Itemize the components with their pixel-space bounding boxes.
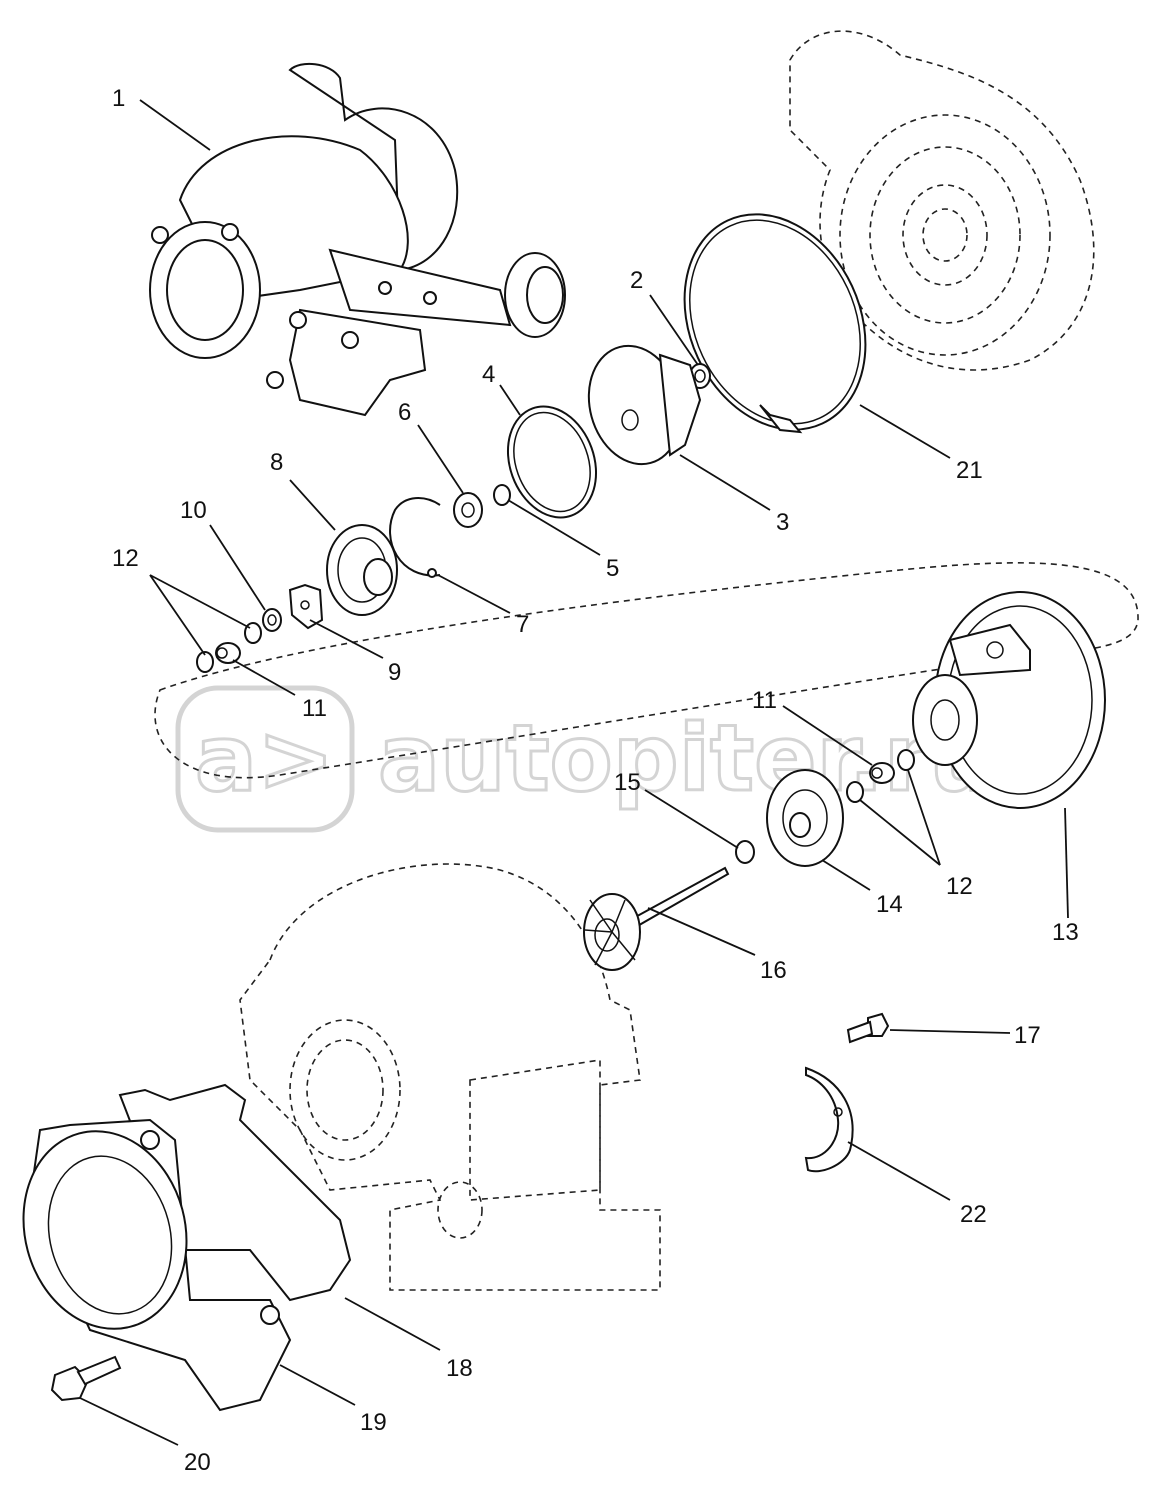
watermark-text: autopiter.ru (378, 705, 995, 812)
part-10-washer (262, 608, 282, 632)
callout-11-right: 11 (752, 687, 777, 714)
part-13-center-housing (912, 591, 1106, 809)
part-3-compressor-wheel (587, 344, 702, 466)
part-12-snap-ring-right-b (846, 781, 864, 803)
callout-11-left: 11 (302, 695, 327, 722)
callout-8: 8 (270, 449, 283, 476)
part-12-snap-ring-right-a (897, 749, 915, 771)
part-20-bolt (50, 1355, 122, 1402)
callout-3: 3 (776, 509, 789, 536)
callout-5: 5 (606, 555, 619, 582)
part-22-lock-plate (804, 1066, 854, 1173)
callout-14: 14 (876, 891, 903, 918)
part-9-thrust-bearing (288, 583, 324, 630)
callout-20: 20 (184, 1449, 211, 1476)
watermark: a> autopiter.ru (175, 685, 996, 833)
part-8-seal-plate (326, 524, 398, 616)
part-11-journal-bearing-right (869, 762, 895, 784)
callout-18: 18 (446, 1355, 473, 1382)
part-1-turbocharger (149, 62, 566, 417)
part-17-bolt (846, 1012, 890, 1044)
callout-21: 21 (956, 457, 983, 484)
callout-19: 19 (360, 1409, 387, 1436)
part-5-snap-ring (493, 484, 511, 506)
part-14-heat-shield (766, 769, 844, 867)
callout-12-right: 12 (946, 873, 973, 900)
part-11-journal-bearing-left (215, 642, 241, 664)
part-19-outlet-flange (22, 1118, 292, 1412)
callout-22: 22 (960, 1201, 987, 1228)
part-16-turbine-shaft (583, 866, 730, 971)
phantom-turbine-housing (239, 863, 661, 1291)
part-6-thrust-collar (453, 492, 483, 528)
callout-13: 13 (1052, 919, 1079, 946)
callout-15: 15 (614, 769, 641, 796)
callout-7: 7 (516, 611, 529, 638)
part-21-v-band-clamp (683, 213, 867, 434)
part-18-gasket (118, 1083, 352, 1302)
callout-9: 9 (388, 659, 401, 686)
part-12-snap-ring-left-b (196, 651, 214, 673)
callout-1: 1 (112, 85, 125, 112)
phantom-assembly-outline (154, 562, 1139, 779)
callout-16: 16 (760, 957, 787, 984)
callout-12-left: 12 (112, 545, 139, 572)
watermark-logo-text: a> (195, 705, 334, 812)
callout-6: 6 (398, 399, 411, 426)
leader-lines (79, 99, 1069, 1446)
callout-4: 4 (482, 361, 495, 388)
callout-10: 10 (180, 497, 207, 524)
callout-2: 2 (630, 267, 643, 294)
part-4-o-ring (506, 405, 598, 519)
callout-17: 17 (1014, 1022, 1041, 1049)
part-15-piston-ring (735, 840, 755, 864)
callout-labels: 1 2 3 4 5 6 7 8 9 10 11 12 11 12 13 14 1… (112, 85, 1079, 1476)
part-7-circlip (389, 497, 441, 578)
